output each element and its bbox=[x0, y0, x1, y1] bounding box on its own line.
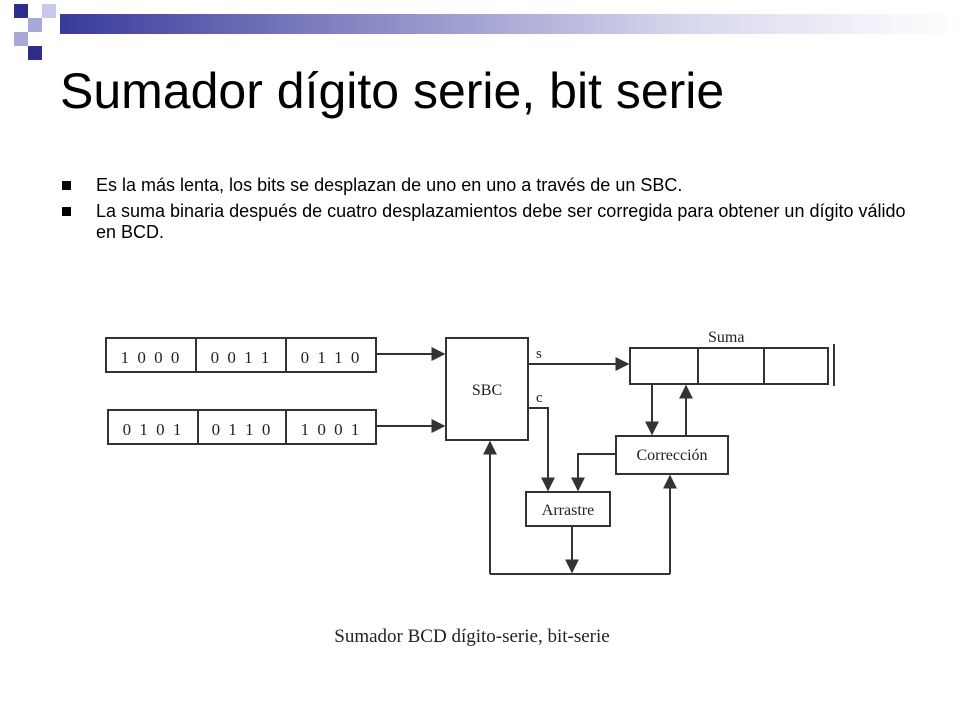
bullet-text: La suma binaria después de cuatro despla… bbox=[96, 201, 906, 242]
c-output-label: c bbox=[536, 390, 543, 406]
square-bullet-icon bbox=[62, 181, 71, 190]
correccion-label: Corrección bbox=[636, 447, 707, 464]
decor-square-1 bbox=[14, 4, 28, 18]
sbc-label: SBC bbox=[472, 382, 502, 399]
bullet-text: Es la más lenta, los bits se desplazan d… bbox=[96, 175, 683, 195]
bullet-item: Es la más lenta, los bits se desplazan d… bbox=[60, 175, 920, 196]
decor-square-3 bbox=[42, 4, 56, 18]
bullet-item: La suma binaria después de cuatro despla… bbox=[60, 201, 920, 243]
decor-square-4 bbox=[14, 32, 28, 46]
arrastre-box bbox=[525, 491, 611, 527]
bcd-adder-diagram: 1 0 0 0 0 0 1 1 0 1 1 0 0 1 0 1 0 1 1 0 … bbox=[105, 329, 835, 647]
register-b-nibble-1: 0 1 0 1 bbox=[123, 420, 184, 439]
suma-label: Suma bbox=[708, 329, 744, 346]
decor-square-5 bbox=[28, 46, 42, 60]
decor-square-2 bbox=[28, 18, 42, 32]
register-a-nibble-3: 0 1 1 0 bbox=[301, 348, 362, 367]
suma-register bbox=[629, 347, 829, 385]
arrastre-label: Arrastre bbox=[542, 502, 594, 519]
sbc-box bbox=[445, 337, 529, 441]
decorative-header-bar bbox=[0, 0, 960, 60]
register-b-nibble-3: 1 0 0 1 bbox=[301, 420, 362, 439]
bullet-list: Es la más lenta, los bits se desplazan d… bbox=[60, 175, 920, 248]
diagram-caption: Sumador BCD dígito-serie, bit-serie bbox=[334, 626, 609, 647]
register-b-nibble-2: 0 1 1 0 bbox=[212, 420, 273, 439]
square-bullet-icon bbox=[62, 207, 71, 216]
header-gradient-band bbox=[60, 14, 960, 34]
slide-title: Sumador dígito serie, bit serie bbox=[60, 63, 725, 119]
register-a-nibble-1: 1 0 0 0 bbox=[121, 348, 182, 367]
register-a-nibble-2: 0 0 1 1 bbox=[211, 348, 272, 367]
s-output-label: s bbox=[536, 346, 542, 362]
